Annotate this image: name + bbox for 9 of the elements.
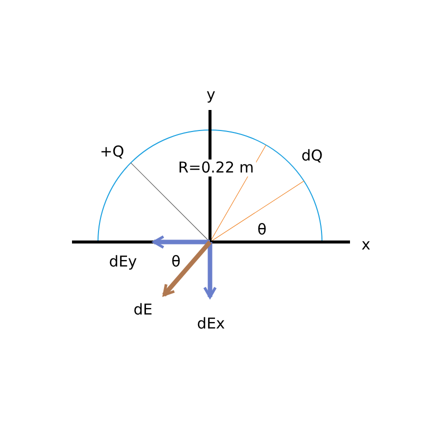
charge-label: +Q — [100, 144, 124, 160]
angle-label: θ — [171, 254, 181, 270]
vector-label: dEx — [197, 316, 225, 332]
axis-label: x — [362, 238, 370, 252]
vector-label: dEy — [109, 254, 137, 270]
charge-element-label: dQ — [301, 148, 323, 164]
angle-label: θ — [257, 222, 267, 238]
vector-label: dE — [134, 302, 152, 318]
axis-label: y — [206, 88, 216, 102]
